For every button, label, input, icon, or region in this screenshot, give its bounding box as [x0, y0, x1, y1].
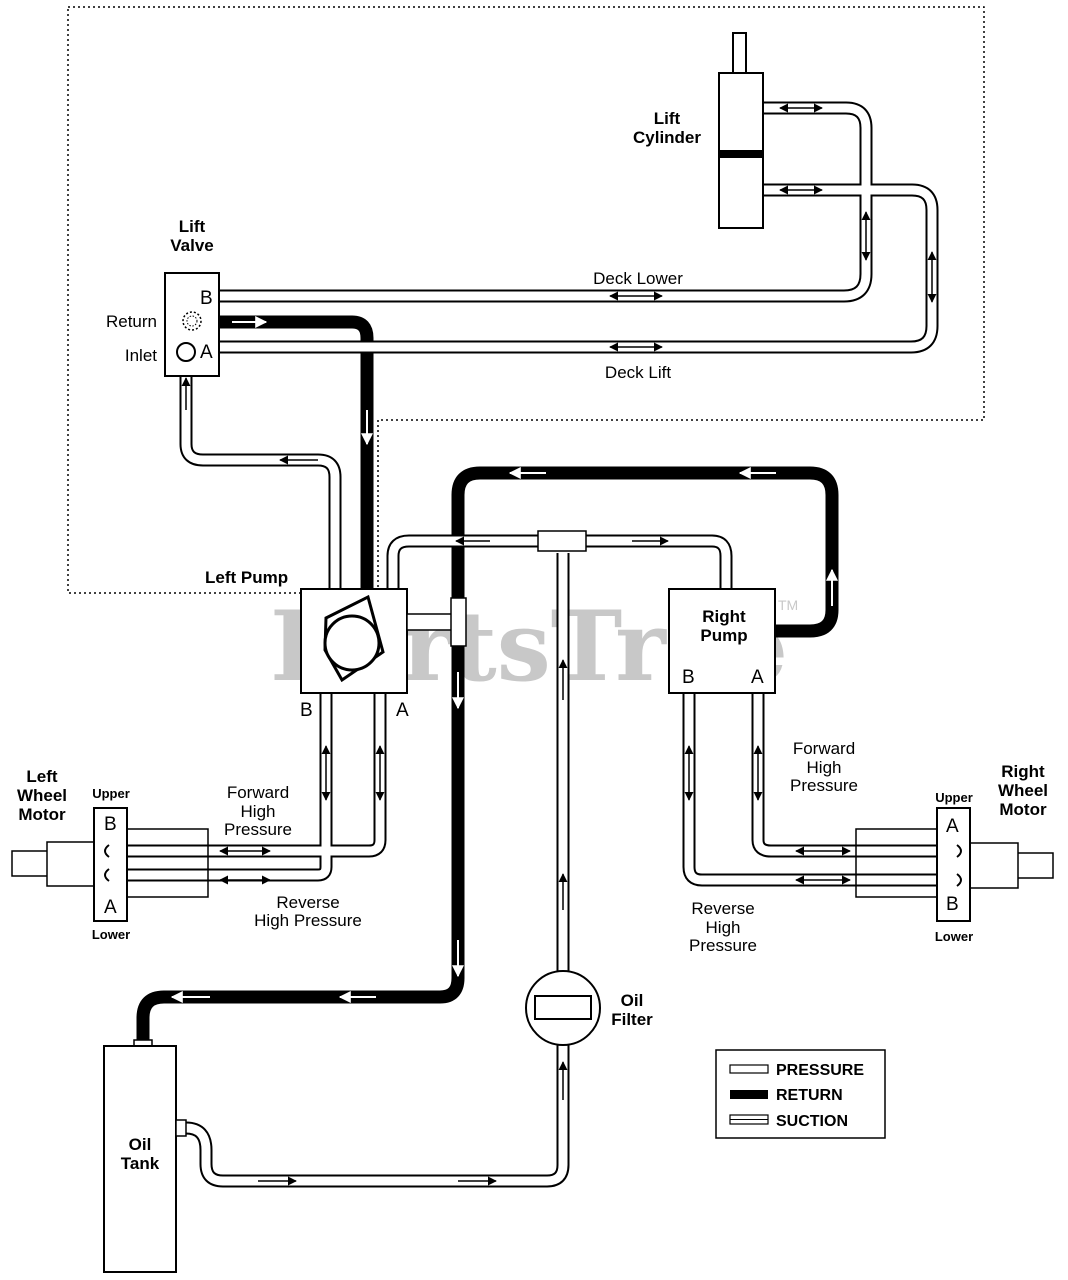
return-lines [136, 315, 839, 1043]
return-flow-arrows [170, 316, 838, 1003]
return-swatch [730, 1090, 768, 1099]
right-motor-shaft [1016, 852, 1054, 879]
oil-filter: Oil Filter [525, 970, 653, 1046]
lift-valve: Lift Valve B A Return Inlet [106, 217, 220, 377]
left-forward-label: Forward [227, 783, 289, 802]
right-forward-label: High [807, 758, 842, 777]
left-motor-lower-label: Lower [92, 927, 130, 942]
oil-tank-outlet [175, 1119, 187, 1137]
right-wheel-motor-label: Wheel [998, 781, 1048, 800]
return-line-right-pump [451, 466, 839, 638]
right-motor-upper-label: Upper [935, 790, 973, 805]
right-reverse-label: High [706, 918, 741, 937]
left-pump-label: Left Pump [205, 568, 288, 587]
tee-fitting [537, 530, 587, 552]
lift-cylinder-label: Cylinder [633, 128, 701, 147]
left-motor-plate [93, 807, 128, 922]
right-motor-lower-label: Lower [935, 929, 973, 944]
left-motor-port-a: A [104, 897, 117, 918]
motor-fitting-ends [104, 844, 962, 887]
lift-valve-port-b: B [200, 288, 213, 309]
cylinder-rod [732, 32, 747, 76]
legend-label: PRESSURE [776, 1062, 864, 1079]
legend-label: RETURN [776, 1087, 843, 1104]
left-reverse-label: Reverse [276, 893, 339, 912]
right-motor-plate [936, 807, 971, 922]
oil-tank: Oil Tank [103, 1039, 187, 1273]
left-wheel-motor: Left Wheel Motor Upper Lower B A [11, 767, 209, 942]
lift-cylinder: Lift Cylinder [633, 32, 764, 229]
left-pump-port-a: A [396, 700, 409, 721]
right-motor-hub [968, 842, 1019, 889]
right-pump-port-a: A [751, 667, 764, 688]
oil-tank-label: Oil [129, 1135, 152, 1154]
right-pump: Right Pump B A [668, 588, 776, 694]
right-reverse-label: Reverse [691, 899, 754, 918]
oil-tank-label: Tank [121, 1154, 160, 1173]
deck-lower-label: Deck Lower [593, 269, 683, 288]
left-forward-label: Pressure [224, 820, 292, 839]
return-line-to-tank [136, 592, 465, 1043]
left-wheel-motor-label: Motor [18, 805, 66, 824]
right-pump-port-b: B [682, 667, 695, 688]
inlet-port-icon [176, 342, 196, 362]
left-motor-housing [125, 828, 209, 898]
right-wheel-motor-label: Right [1001, 762, 1045, 781]
oil-filter-element [534, 995, 592, 1020]
right-motor-housing [855, 828, 939, 898]
right-motor-port-b: B [946, 894, 959, 915]
flow-arrows [181, 103, 937, 1186]
legend-item-pressure: PRESSURE [729, 1062, 864, 1079]
lift-valve-label: Valve [170, 236, 214, 255]
right-forward-label: Forward [793, 739, 855, 758]
inlet-port-label: Inlet [125, 346, 157, 365]
return-line-lift-valve [219, 315, 374, 593]
left-pump-port-b: B [300, 700, 313, 721]
oil-filter-label: Filter [611, 1010, 653, 1029]
line-labels: Deck Lower Deck Lift Forward High Pressu… [224, 269, 858, 955]
deck-lift-label: Deck Lift [605, 363, 671, 382]
legend-item-return: RETURN [730, 1087, 843, 1104]
right-pump-body [668, 588, 776, 694]
left-forward-label: High [241, 802, 276, 821]
right-reverse-label: Pressure [689, 936, 757, 955]
pressure-swatch [729, 1064, 769, 1074]
left-pump: Left Pump B A [205, 568, 467, 721]
oil-filter-label: Oil [621, 991, 644, 1010]
left-motor-upper-label: Upper [92, 786, 130, 801]
right-pump-label: Pump [700, 626, 747, 645]
return-port-label: Return [106, 312, 157, 331]
cylinder-piston [719, 150, 763, 158]
pump-coupler [406, 613, 453, 631]
left-motor-shaft [11, 850, 49, 877]
lift-valve-label: Lift [179, 217, 206, 236]
watermark-tm: TM [778, 597, 798, 613]
right-forward-label: Pressure [790, 776, 858, 795]
right-motor-port-a: A [946, 816, 959, 837]
left-motor-hub [46, 841, 96, 887]
oil-tank-body [103, 1045, 177, 1273]
left-wheel-motor-label: Left [26, 767, 58, 786]
right-wheel-motor-label: Motor [999, 800, 1047, 819]
pump-shaft-icon [323, 614, 381, 672]
left-wheel-motor-label: Wheel [17, 786, 67, 805]
pump-coupler-fitting [450, 597, 467, 647]
left-motor-port-b: B [104, 814, 117, 835]
legend: PRESSURE RETURN SUCTION [715, 1049, 886, 1139]
lift-system-boundary [67, 6, 985, 594]
right-pump-label: Right [702, 607, 746, 626]
legend-item-suction: SUCTION [729, 1113, 848, 1130]
lift-cylinder-label: Lift [654, 109, 681, 128]
lift-valve-port-a: A [200, 342, 213, 363]
legend-label: SUCTION [776, 1113, 848, 1130]
left-reverse-label: High Pressure [254, 911, 362, 930]
right-wheel-motor: Right Wheel Motor Upper Lower A B [855, 762, 1054, 944]
return-port-icon [182, 311, 202, 331]
